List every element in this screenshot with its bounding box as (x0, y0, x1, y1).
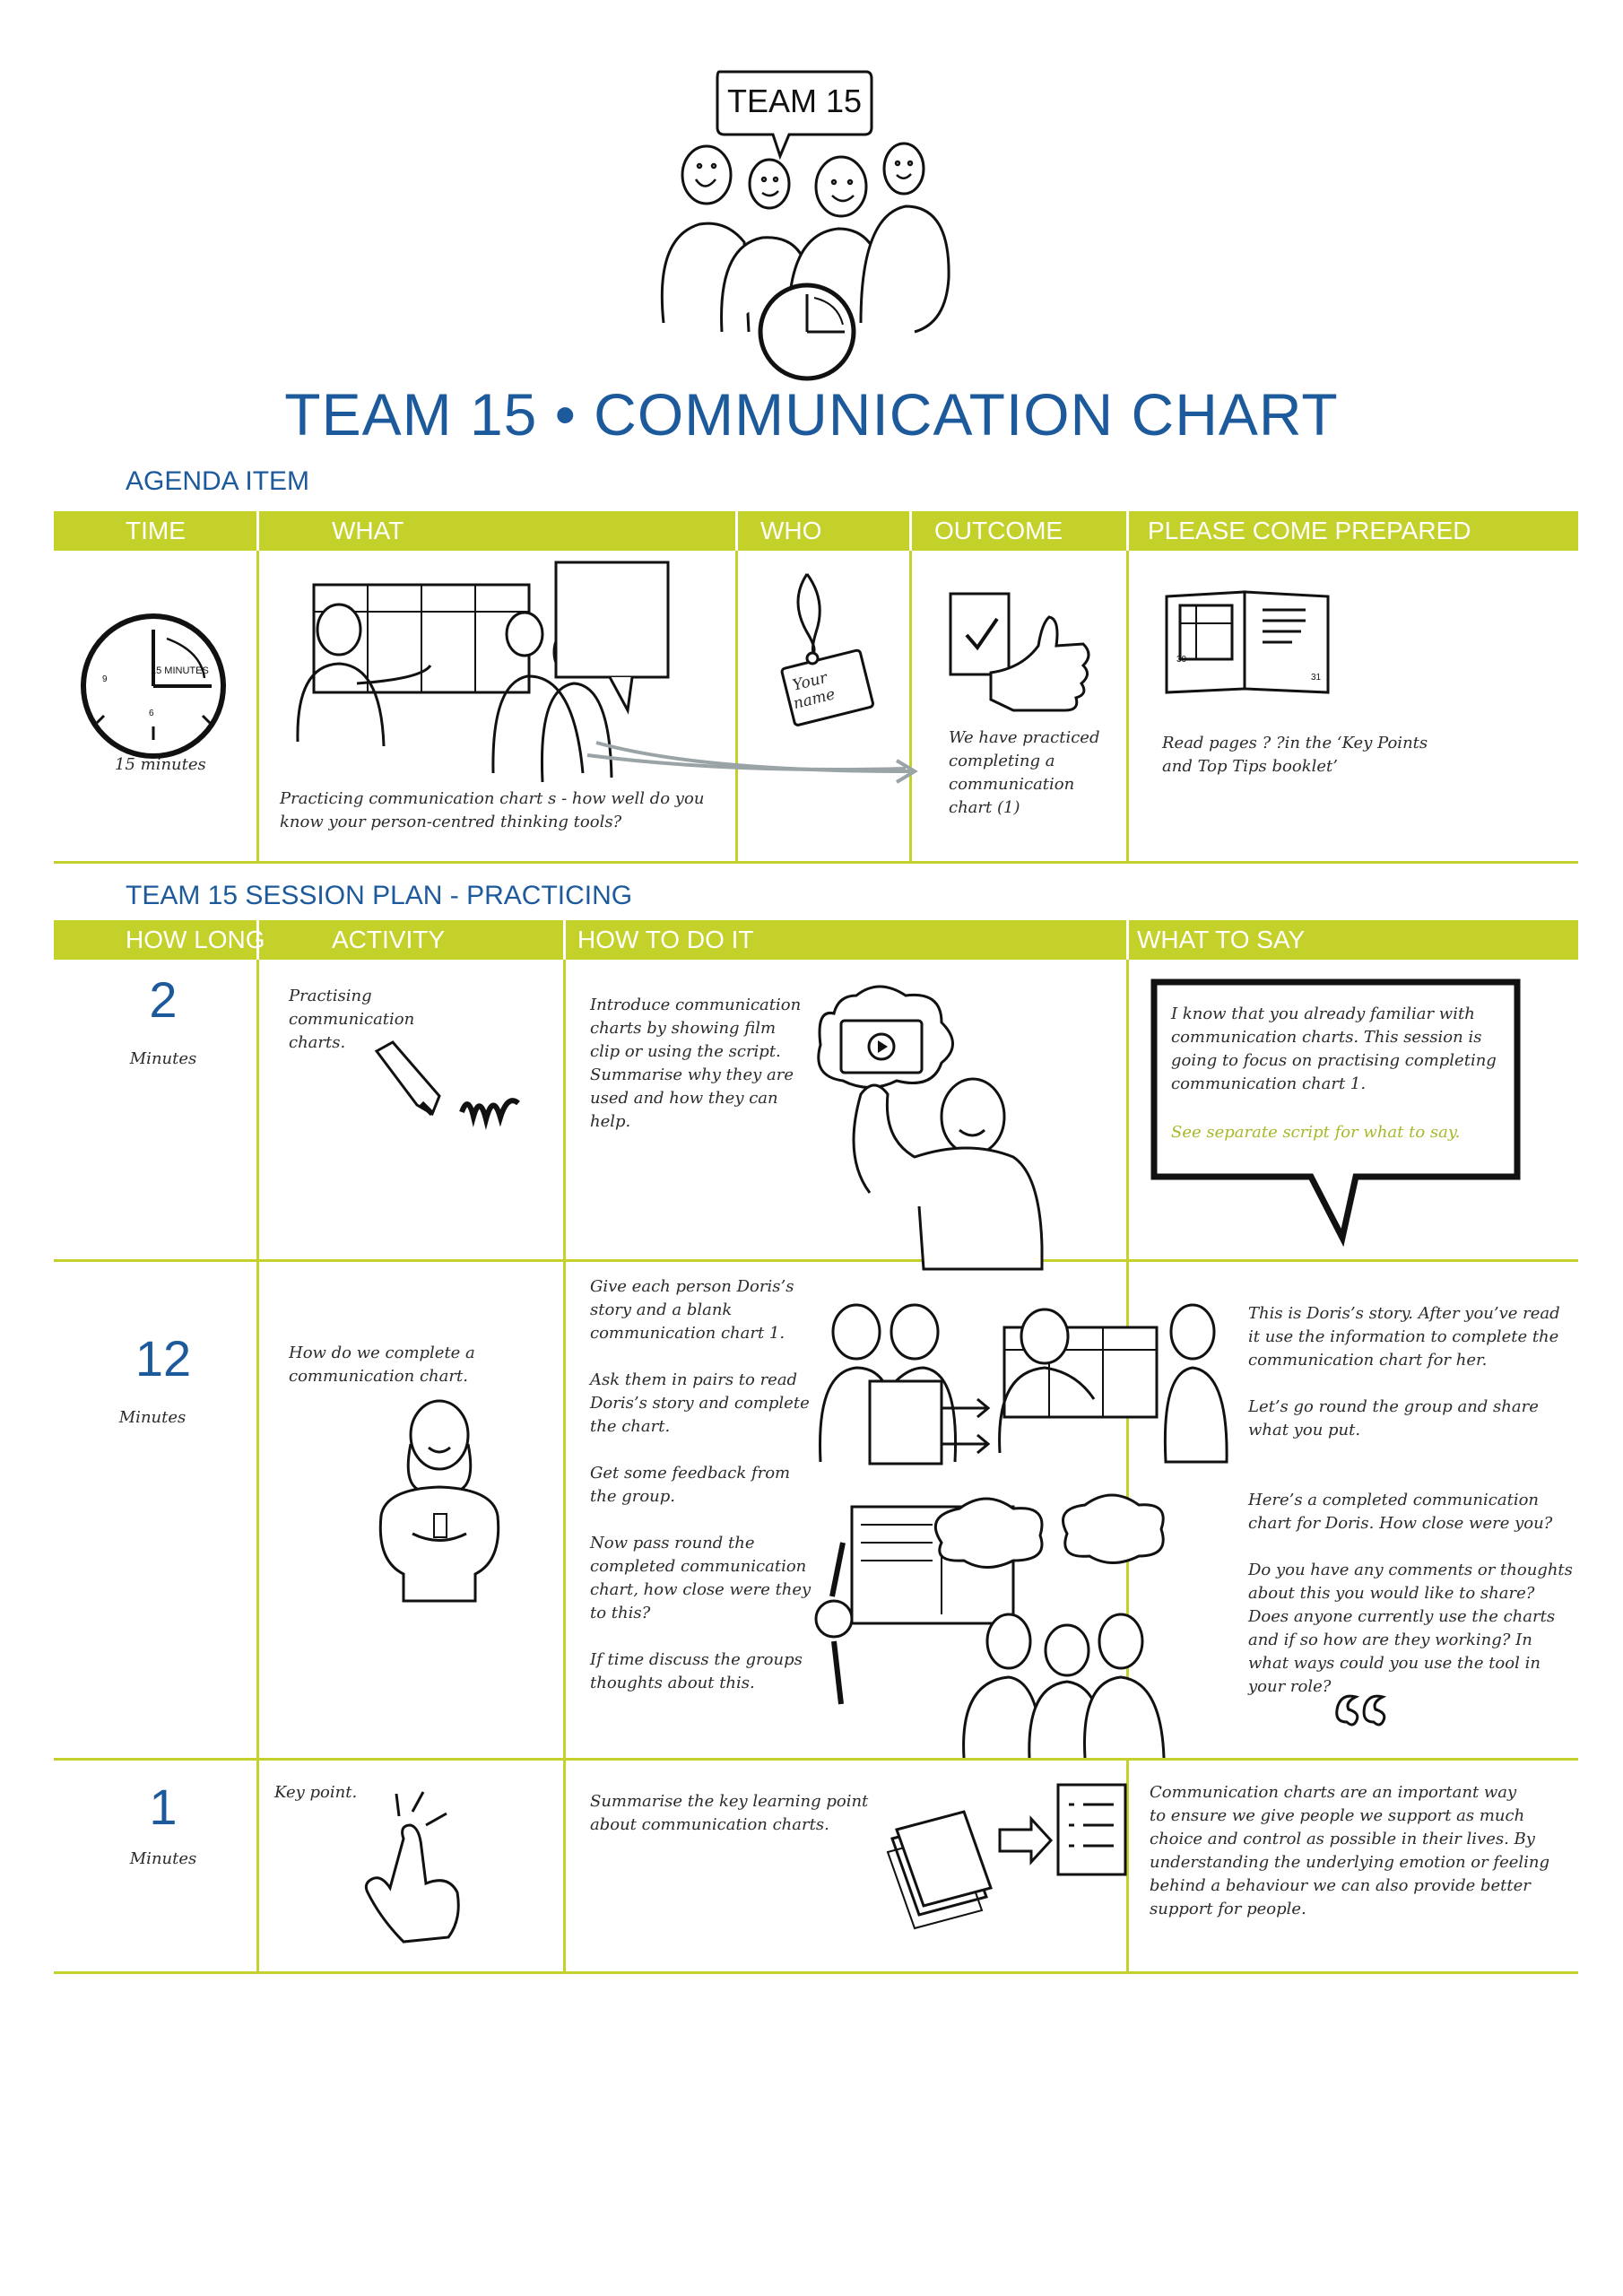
session-section-title: TEAM 15 SESSION PLAN - PRACTICING (126, 881, 633, 910)
row2-duration: 12 (135, 1330, 192, 1387)
woman-holding-card-illustration (368, 1390, 511, 1605)
row2-how: Give each person Doris’s story and a bla… (590, 1277, 812, 1692)
clock-number-9: 9 (102, 674, 108, 684)
column-divider (735, 551, 738, 863)
team-banner-label: TEAM 15 (726, 83, 863, 119)
agenda-header-who: WHO (760, 517, 822, 544)
booklet-page-right: 31 (1311, 673, 1322, 683)
pen-icon (368, 1040, 529, 1139)
column-divider (563, 960, 566, 1973)
column-divider (1126, 960, 1129, 1973)
header-divider (256, 920, 259, 960)
row-divider (54, 861, 1578, 864)
header-divider (1126, 920, 1129, 960)
row3-duration: 1 (149, 1779, 178, 1835)
row3-unit: Minutes (129, 1849, 197, 1868)
page-title: TEAM 15 • COMMUNICATION CHART (284, 381, 1339, 448)
row2-unit: Minutes (118, 1408, 187, 1427)
agenda-header-bar: TIME WHAT WHO OUTCOME PLEASE COME PREPAR… (54, 511, 1578, 551)
column-divider (1126, 551, 1129, 863)
agenda-header-prepared: PLEASE COME PREPARED (1148, 517, 1471, 544)
agenda-section-title: AGENDA ITEM (126, 466, 310, 496)
video-presenter-illustration (807, 978, 1058, 1274)
column-divider (256, 551, 259, 863)
agenda-what-text: Practicing communication chart s - how w… (280, 789, 705, 831)
row1-activity: Practising communication charts. (289, 987, 415, 1052)
booklet-icon (1162, 583, 1332, 700)
header-divider (735, 511, 738, 551)
column-divider (256, 960, 259, 1973)
header-divider (563, 920, 566, 960)
row-divider (54, 1971, 1578, 1974)
header-divider (256, 511, 259, 551)
thumbs-up-check-icon (942, 583, 1094, 718)
session-header-activity: ACTIVITY (332, 926, 446, 953)
booklet-page-left: 30 (1176, 655, 1187, 665)
agenda-header-outcome: OUTCOME (934, 517, 1063, 544)
row2-say-b: Here’s a completed communication chart f… (1248, 1491, 1573, 1696)
agenda-time-text: 15 minutes (115, 755, 206, 774)
session-header-bar: HOW LONG ACTIVITY HOW TO DO IT WHAT TO S… (54, 920, 1578, 960)
header-divider (909, 511, 912, 551)
presenter-illustration (278, 567, 673, 809)
column-divider (909, 551, 912, 863)
row-divider (54, 1758, 1578, 1761)
row-divider (54, 1259, 1578, 1262)
row2-say-a: This is Doris’s story. After you’ve read… (1248, 1304, 1560, 1439)
papers-to-list-icon (879, 1776, 1130, 1928)
session-header-how-to: HOW TO DO IT (577, 926, 754, 953)
header-divider (1126, 511, 1129, 551)
clock-number-6: 6 (149, 709, 154, 718)
agenda-outcome-text: We have practiced completing a communica… (949, 728, 1100, 817)
row1-say: I know that you already familiar with co… (1171, 1004, 1497, 1093)
name-tag-icon (771, 565, 879, 726)
agenda-prepared-text: Read pages ? ?in the ‘Key Points and Top… (1162, 734, 1428, 776)
clock-label: 15 MINUTES (151, 665, 209, 676)
team-illustration (646, 63, 968, 386)
session-header-how-long: HOW LONG (126, 926, 265, 953)
row1-unit: Minutes (129, 1049, 197, 1068)
row1-duration: 2 (149, 971, 178, 1028)
row3-activity: Key point. (274, 1783, 358, 1802)
agenda-header-time: TIME (126, 517, 186, 544)
arrow-icon (592, 735, 933, 789)
session-header-what-to-say: WHAT TO SAY (1137, 926, 1306, 953)
agenda-header-what: WHAT (332, 517, 404, 544)
row1-say-note: See separate script for what to say. (1171, 1123, 1461, 1142)
group-activity-illustration (807, 1274, 1237, 1758)
row3-say: Communication charts are an important wa… (1150, 1783, 1550, 1918)
pointing-hand-icon (350, 1785, 475, 1946)
row3-how: Summarise the key learning point about c… (590, 1792, 869, 1834)
row2-activity: How do we complete a communication chart… (289, 1344, 475, 1386)
quote-marks-icon (1329, 1686, 1401, 1740)
speech-bubble (1150, 978, 1526, 1247)
row1-how: Introduce communication charts by showin… (590, 996, 802, 1131)
clock-icon (77, 610, 230, 762)
